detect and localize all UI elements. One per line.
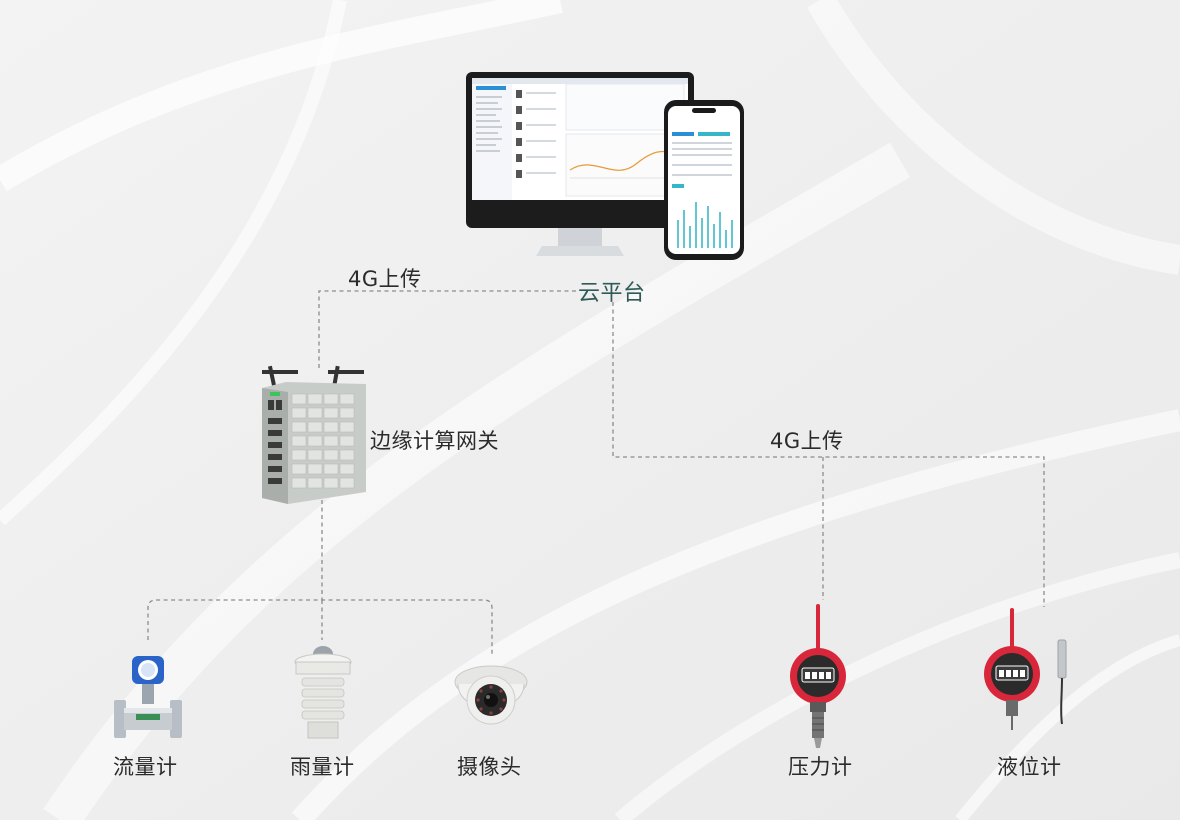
flowmeter [110,652,186,744]
level-gauge [980,606,1076,732]
edge-gateway [258,364,368,506]
upload-label-left: 4G上传 [348,267,422,291]
device-label-pressure-gauge: 压力计 [788,755,853,779]
camera-icon [454,665,528,725]
device-label-rain-gauge: 雨量计 [290,755,355,779]
device-label-level-gauge: 液位计 [997,755,1062,779]
cloud-platform-devices [464,70,746,262]
rain-gauge [288,640,358,742]
device-label-camera: 摄像头 [457,755,522,779]
monitor-phone-icon [466,72,744,260]
camera [452,656,530,734]
pressure-gauge [786,602,850,754]
flowmeter-icon [114,656,182,738]
rain-gauge-icon [294,646,352,739]
pressure-gauge-icon [790,604,846,748]
upload-label-right: 4G上传 [770,429,844,453]
level-gauge-icon [984,608,1067,730]
gateway-icon [262,365,366,504]
cloud-platform-label: 云平台 [578,281,646,306]
device-label-flowmeter: 流量计 [113,755,178,779]
gateway-label: 边缘计算网关 [370,429,499,453]
